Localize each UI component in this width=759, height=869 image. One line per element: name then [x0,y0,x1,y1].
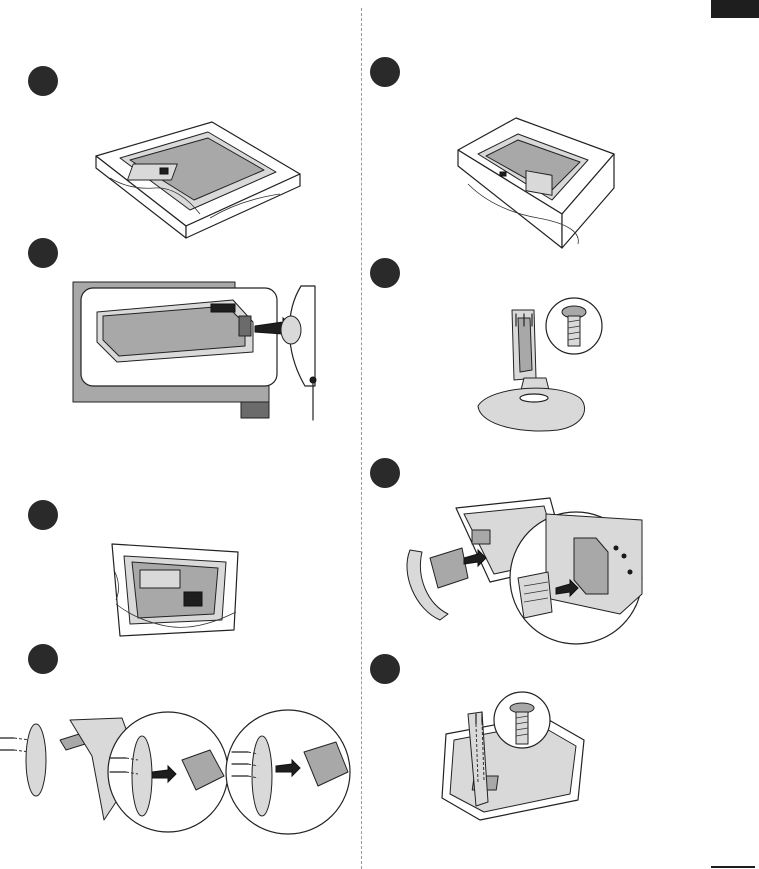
step-marker [370,258,400,288]
step-marker [28,238,58,268]
step-marker [28,500,58,530]
stand-attach-icon [72,281,317,421]
step-marker [370,654,400,684]
screws-stand-base-icon [0,709,351,835]
section-tab-marker [711,0,759,18]
step-marker [28,644,58,674]
step-marker [370,57,400,87]
page-number-rule [711,866,755,868]
tv-on-cushion-icon [457,117,615,249]
screw-tv-back-icon [441,691,585,821]
step-marker [28,66,58,96]
stand-slide-in-icon [406,497,643,645]
step-marker [370,458,400,488]
screw-stand-neck-icon [477,297,603,432]
tv-on-cushion-icon [111,543,239,637]
column-divider [361,8,362,869]
tv-on-cushion-icon [95,121,301,239]
